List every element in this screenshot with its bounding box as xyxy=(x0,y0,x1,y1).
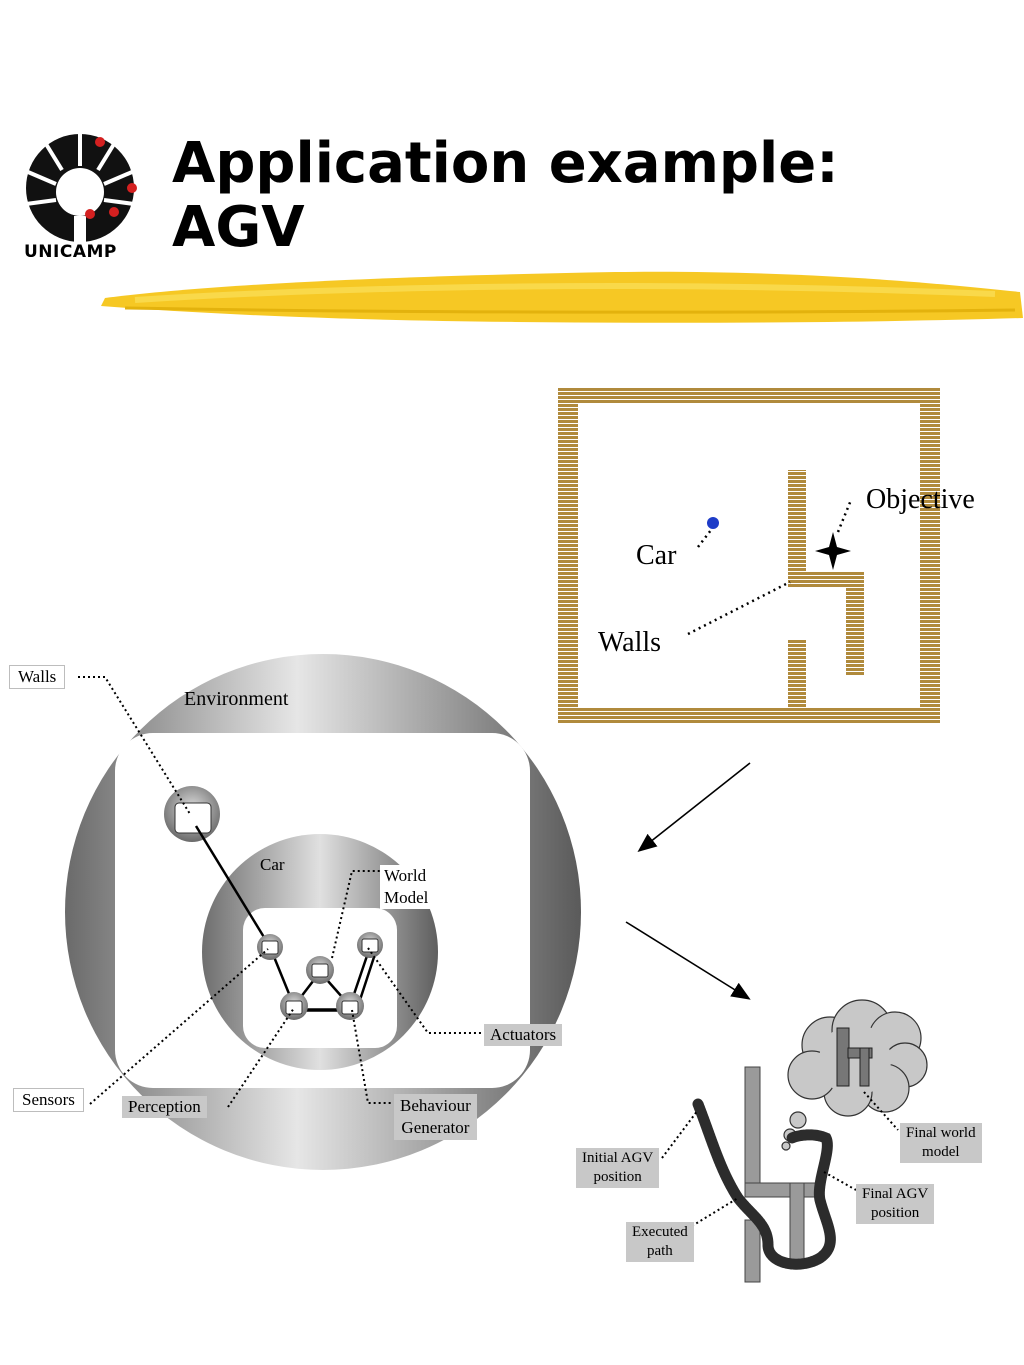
behaviour-node xyxy=(336,992,364,1020)
arrow-architecture-to-result xyxy=(625,921,751,1000)
executed-path-label: Executed path xyxy=(626,1222,694,1262)
final-agv-label-line-2: position xyxy=(870,1205,920,1221)
world-model-label: World Model xyxy=(380,865,433,909)
final-agv-label: Final AGV position xyxy=(856,1184,935,1224)
final-world-model-label-line-1: Final world xyxy=(906,1125,976,1141)
map-objective-star-icon xyxy=(815,532,851,570)
map-walls-leader xyxy=(687,580,791,636)
map-wall-top xyxy=(558,387,940,403)
link-walls-sensor xyxy=(194,825,272,948)
title-line-1: Application example: xyxy=(172,131,839,196)
environment-label: Environment xyxy=(184,688,289,710)
result-figure xyxy=(661,999,928,1283)
map-wall-inner-upper xyxy=(788,470,806,586)
link-behaviour-actuator-2 xyxy=(356,950,378,1007)
map-wall-left xyxy=(558,387,578,724)
arrow-map-to-architecture xyxy=(637,762,751,852)
executed-path-label-line-2: path xyxy=(646,1243,673,1259)
result-leaders xyxy=(661,1091,899,1227)
executed-path xyxy=(692,1098,836,1270)
page-title: Application example: AGV xyxy=(172,132,839,260)
initial-agv-label: Initial AGV position xyxy=(576,1148,660,1188)
walls-label: Walls xyxy=(9,665,66,689)
architecture-leaders xyxy=(78,676,482,1108)
map-objective-leader xyxy=(836,499,853,533)
map-wall-bottom xyxy=(558,708,940,724)
map-walls-label: Walls xyxy=(598,627,662,658)
behaviour-label-line-2: Generator xyxy=(401,1118,470,1137)
highlighter-stroke xyxy=(101,271,1023,323)
unicamp-logo: UNICAMP xyxy=(18,130,153,270)
map-car-icon xyxy=(707,517,719,529)
executed-path-label-line-1: Executed xyxy=(632,1224,688,1240)
sensor-node xyxy=(257,934,283,960)
map-wall-inner-right xyxy=(846,572,864,676)
world-model-label-line-1: World xyxy=(384,866,427,885)
behaviour-label-line-1: Behaviour xyxy=(400,1096,471,1115)
architecture-figure xyxy=(65,654,581,1170)
cloud-world-model-walls xyxy=(836,1027,873,1087)
logo-wordmark: UNICAMP xyxy=(24,242,117,262)
map-car-leader xyxy=(697,529,712,548)
sensors-label: Sensors xyxy=(13,1088,84,1112)
actuator-node xyxy=(357,932,383,958)
walls-node-square xyxy=(174,802,212,834)
result-walls xyxy=(744,1066,824,1283)
car-label: Car xyxy=(260,855,285,874)
final-world-model-label: Final world model xyxy=(900,1123,982,1163)
map-wall-inner-lower xyxy=(788,640,806,710)
final-world-model-label-line-2: model xyxy=(922,1144,960,1160)
diagram-graphics xyxy=(65,387,940,1283)
world-model-node xyxy=(306,956,334,984)
initial-agv-label-line-2: position xyxy=(593,1169,642,1185)
diagram-area: Objective Car Walls Walls Environment Ca… xyxy=(0,340,1024,1340)
perception-label: Perception xyxy=(122,1096,207,1118)
map-wall-inner-horizontal xyxy=(788,572,864,588)
map-wall-right xyxy=(920,387,940,724)
world-model-label-line-2: Model xyxy=(384,888,429,907)
behaviour-generator-label: Behaviour Generator xyxy=(394,1094,477,1140)
final-agv-label-line-1: Final AGV xyxy=(862,1186,929,1202)
map-objective-label: Objective xyxy=(866,484,975,515)
perception-node xyxy=(280,992,308,1020)
unicamp-logo-emblem xyxy=(25,134,137,246)
initial-agv-label-line-1: Initial AGV xyxy=(582,1150,654,1166)
map-car-label: Car xyxy=(636,540,677,571)
actuators-label: Actuators xyxy=(484,1024,563,1046)
title-line-2: AGV xyxy=(172,195,305,260)
map-figure xyxy=(558,387,940,724)
